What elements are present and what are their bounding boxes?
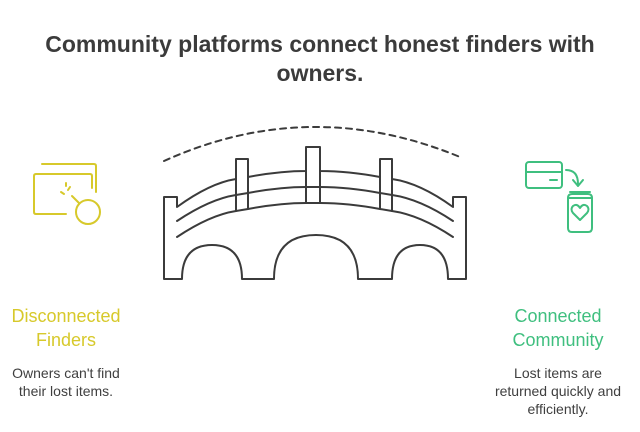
- left-desc-line-2: their lost items.: [18, 383, 114, 399]
- post-2: [305, 170, 321, 204]
- right-desc-line-3: efficiently.: [527, 401, 589, 417]
- left-description: Owners can't find their lost items.: [0, 364, 132, 400]
- right-title-line-1: Connected: [514, 306, 602, 326]
- dashed-arc: [163, 126, 461, 162]
- wallet-magnifier-icon: [33, 163, 101, 225]
- title-line-1: Community platforms connect honest finde…: [45, 31, 595, 57]
- right-title: Connected Community: [492, 304, 624, 352]
- bridge-outline: [163, 146, 467, 280]
- right-description: Lost items are returned quickly and effi…: [484, 364, 632, 418]
- left-title-line-1: Disconnected: [11, 306, 121, 326]
- right-title-line-2: Community: [512, 330, 604, 350]
- railing-top: [176, 186, 454, 222]
- railing-bottom: [176, 202, 454, 238]
- post-3: [379, 176, 393, 212]
- left-title-line-2: Finders: [35, 330, 97, 350]
- title-line-2: owners.: [276, 60, 364, 86]
- post-1: [235, 176, 249, 212]
- right-desc-line-1: Lost items are: [514, 365, 602, 381]
- left-title: Disconnected Finders: [0, 304, 132, 352]
- bridge-icon: [163, 126, 467, 280]
- left-desc-line-1: Owners can't find: [12, 365, 120, 381]
- right-desc-line-2: returned quickly and: [494, 383, 622, 399]
- page-title: Community platforms connect honest finde…: [0, 30, 640, 88]
- card-to-heart-jar-icon: [525, 161, 593, 233]
